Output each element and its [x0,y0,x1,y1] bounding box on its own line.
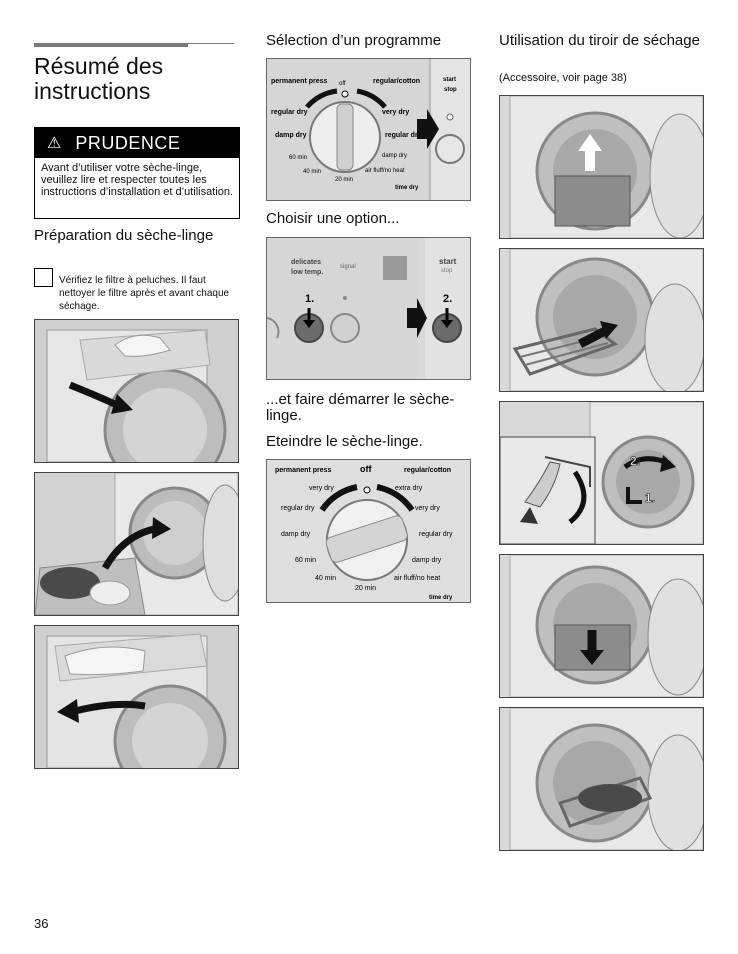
dial-time-dry: time dry [395,185,419,191]
off-air-fluff: air fluff/no heat [394,575,440,582]
page-number: 36 [34,916,49,931]
rack-step1: 1. [645,491,655,505]
dial-damp-dry-right: damp dry [382,153,407,159]
option-low-temp: low temp. [291,269,323,276]
start-heading: ...et faire démarrer le sèche-linge. [266,391,455,424]
option-stop: stop [441,268,453,274]
prep-heading: Préparation du sèche-linge [34,227,214,244]
option-step1: 1. [305,293,314,305]
option-start: start [439,257,457,266]
dial-regular-dry-right: regular dry [385,132,422,139]
warning-icon: ⚠ [47,135,62,152]
off-60min: 60 min [295,557,316,564]
header-rule [34,43,234,48]
photo-load-laundry [34,472,239,616]
off-20min: 20 min [355,585,376,592]
off-permanent-press: permanent press [275,467,332,474]
photo-rack-step4 [499,554,704,698]
option-signal: signal [340,264,356,270]
off-damp-dry-right: damp dry [412,557,442,564]
program-heading: Sélection d’un programme [266,32,442,49]
photo-rack-step5 [499,707,704,851]
dial-regular-cotton: regular/cotton [373,78,420,85]
program-dial-panel: permanent press off regular/cotton regul… [266,58,471,201]
option-step2: 2. [443,293,452,305]
caution-label: PRUDENCE [75,132,181,153]
stop-label: stop [444,87,457,93]
dial-air-fluff: air fluff/no heat [365,168,405,174]
off-extra-dry: extra dry [395,485,423,492]
option-heading: Choisir une option... [266,210,400,227]
off-regular-dry-right: regular dry [419,531,453,538]
photo-rack-step1 [499,95,704,239]
option-delicates: delicates [291,259,321,266]
photo-rack-step2 [499,248,704,392]
rack-heading: Utilisation du tiroir de séchage [499,32,700,49]
option-panel: delicates low temp. signal 1. start stop… [266,237,471,380]
caution-text: Avant d’utiliser votre sèche-linge, veui… [41,162,233,198]
caution-box: ⚠ PRUDENCE Avant d’utiliser votre sèche-… [34,127,240,219]
off-dial-panel: permanent press off regular/cotton very … [266,459,471,603]
dial-20min: 20 min [335,177,353,183]
dial-40min: 40 min [303,169,321,175]
off-regular-cotton: regular/cotton [404,467,451,474]
filter-checkbox[interactable] [34,268,53,287]
off-regular-dry-left: regular dry [281,505,315,512]
rack-step2: 2. [630,454,640,468]
dial-very-dry-right: very dry [382,109,409,116]
rack-subheading: (Accessoire, voir page 38) [499,72,627,84]
off-label: off [360,464,372,474]
caution-header: ⚠ PRUDENCE [35,128,239,158]
dial-off: off [339,81,346,87]
dial-damp-dry-left: damp dry [275,132,307,139]
photo-open-door [34,319,239,463]
off-40min: 40 min [315,575,336,582]
off-heading: Eteindre le sèche-linge. [266,433,423,450]
page-title: Résumé des instructions [34,53,164,104]
off-damp-dry-left: damp dry [281,531,311,538]
dial-permanent-press: permanent press [271,78,328,85]
off-time-dry: time dry [429,595,453,601]
filter-instruction: Vérifiez le filtre à peluches. Il faut n… [59,275,230,312]
dial-60min: 60 min [289,155,307,161]
dial-regular-dry-left: regular dry [271,109,308,116]
off-very-dry: very dry [309,485,334,492]
photo-close-door [34,625,239,769]
photo-rack-step3: 2. 1. [499,401,704,545]
start-label: start [443,77,456,83]
off-very-dry-right: very dry [415,505,440,512]
